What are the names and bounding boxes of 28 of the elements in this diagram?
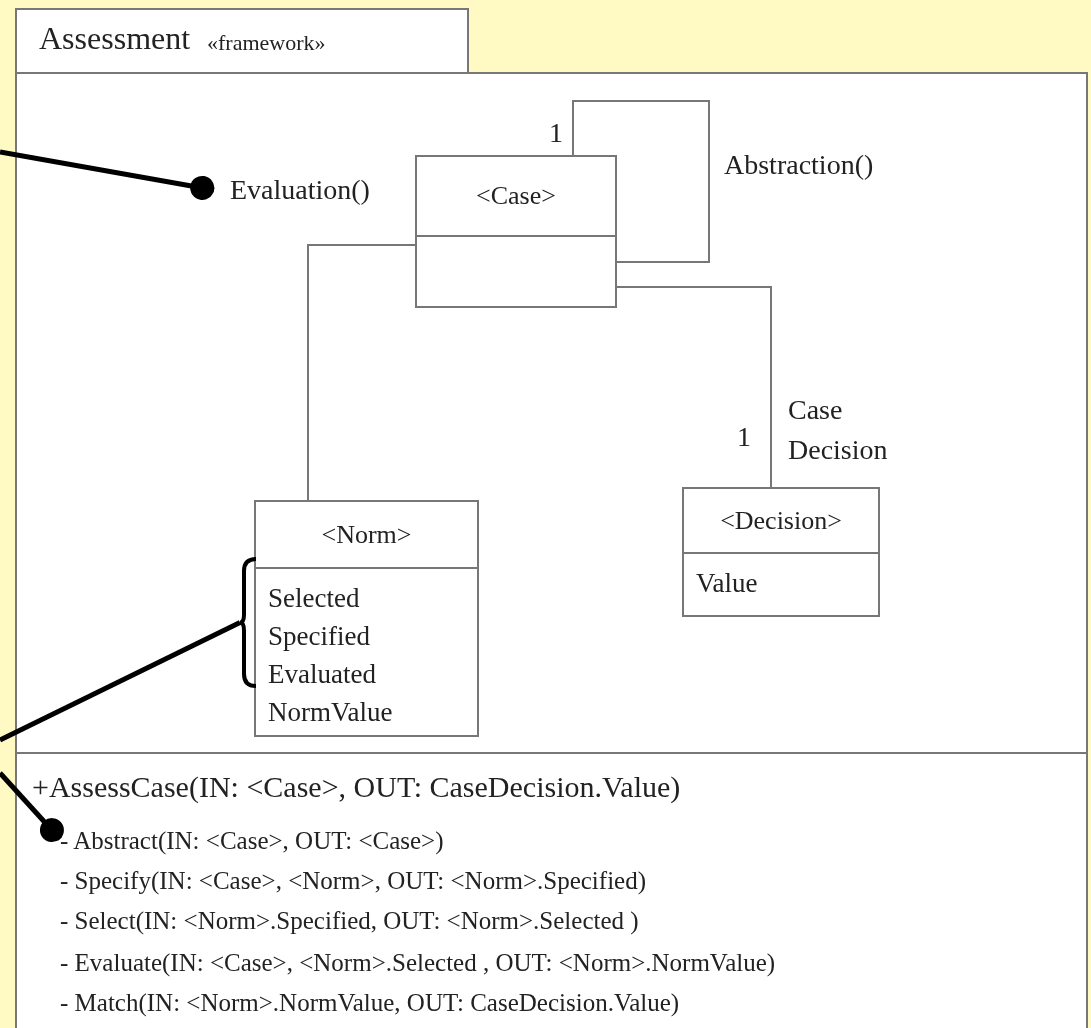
class-name: <Decision> bbox=[720, 505, 842, 536]
leader-line bbox=[0, 620, 242, 743]
operation-text: - Select(IN: <Norm>.Specified, OUT: <Norm>.Selected ) bbox=[60, 902, 1080, 940]
package-title: Assessment bbox=[39, 20, 191, 57]
operation-text: +AssessCase(IN: <Case>, OUT: CaseDecision.Value) bbox=[32, 770, 681, 804]
operation-text: - Evaluate(IN: <Case>, <Norm>.Selected , OUT: <Norm>.NormValue) bbox=[60, 944, 1080, 982]
attribute-text: Selected bbox=[268, 582, 360, 615]
package-frame bbox=[15, 8, 1088, 1028]
class-name: <Case> bbox=[476, 181, 556, 211]
leader-line bbox=[0, 149, 215, 200]
class-box bbox=[415, 155, 617, 308]
association-line bbox=[616, 286, 772, 488]
attribute-text: NormValue bbox=[268, 696, 393, 729]
attribute-text: Specified bbox=[268, 620, 370, 653]
curly-bracket bbox=[238, 557, 256, 688]
attribute-text: Value bbox=[696, 567, 758, 600]
association-line bbox=[572, 100, 710, 263]
operation-name: Evaluation() bbox=[214, 170, 414, 210]
stereotype-text: «framework» bbox=[207, 30, 326, 56]
operation-text: - Match(IN: <Norm>.NormValue, OUT: CaseDecision.Value) bbox=[60, 984, 1080, 1022]
attribute-text: Evaluated bbox=[268, 658, 376, 691]
association-line bbox=[307, 244, 416, 501]
class-name: <Norm> bbox=[321, 519, 412, 550]
class-box bbox=[682, 487, 880, 617]
operation-text: - Specify(IN: <Case>, <Norm>, OUT: <Norm>.Specified) bbox=[60, 862, 1080, 900]
operation-text: - Abstract(IN: <Case>, OUT: <Case>) bbox=[60, 822, 1080, 860]
class-box bbox=[254, 500, 479, 737]
leader-line bbox=[0, 771, 64, 843]
